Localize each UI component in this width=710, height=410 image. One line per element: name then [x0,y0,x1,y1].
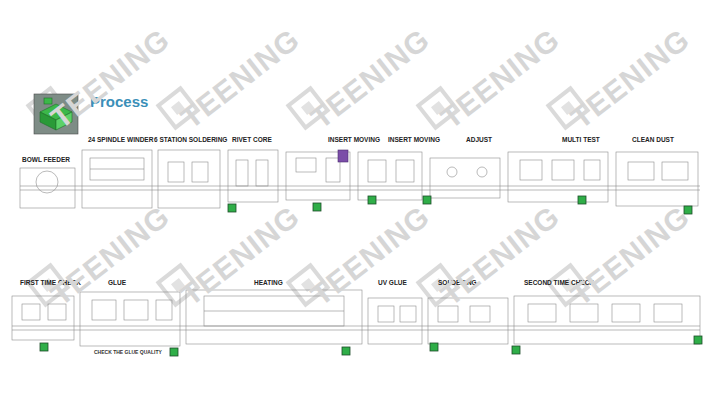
watermark: TEENING [175,199,306,311]
watermark: TEENING [305,22,436,134]
station-label: INSERT MOVING [388,136,440,143]
watermark: TEENING [45,199,176,311]
station-marker [40,196,702,356]
station-label: MULTI TEST [562,136,600,143]
station-label: ADJUST [466,136,492,143]
station-label: UV GLUE [378,279,407,286]
watermark: TEENING [305,199,436,311]
station-label: CLEAN DUST [632,136,674,143]
station-label: 6 STATION SOLDERING [154,136,227,143]
station-label: GLUE [108,279,126,286]
watermark: TEENING [435,199,566,311]
watermark: TEENING [435,22,566,134]
station-label: INSERT MOVING [328,136,380,143]
watermark: TEENING [565,199,696,311]
station-label: BOWL FEEDER [22,156,70,163]
watermark: TEENING [565,22,696,134]
watermark: TEENING [45,22,176,134]
station-label: HEATING [254,279,283,286]
watermark: TEENING [175,22,306,134]
note: CHECK THE GLUE QUALITY [94,350,162,356]
station-label: 24 SPINDLE WINDER [88,136,153,143]
station-label: RIVET CORE [232,136,272,143]
